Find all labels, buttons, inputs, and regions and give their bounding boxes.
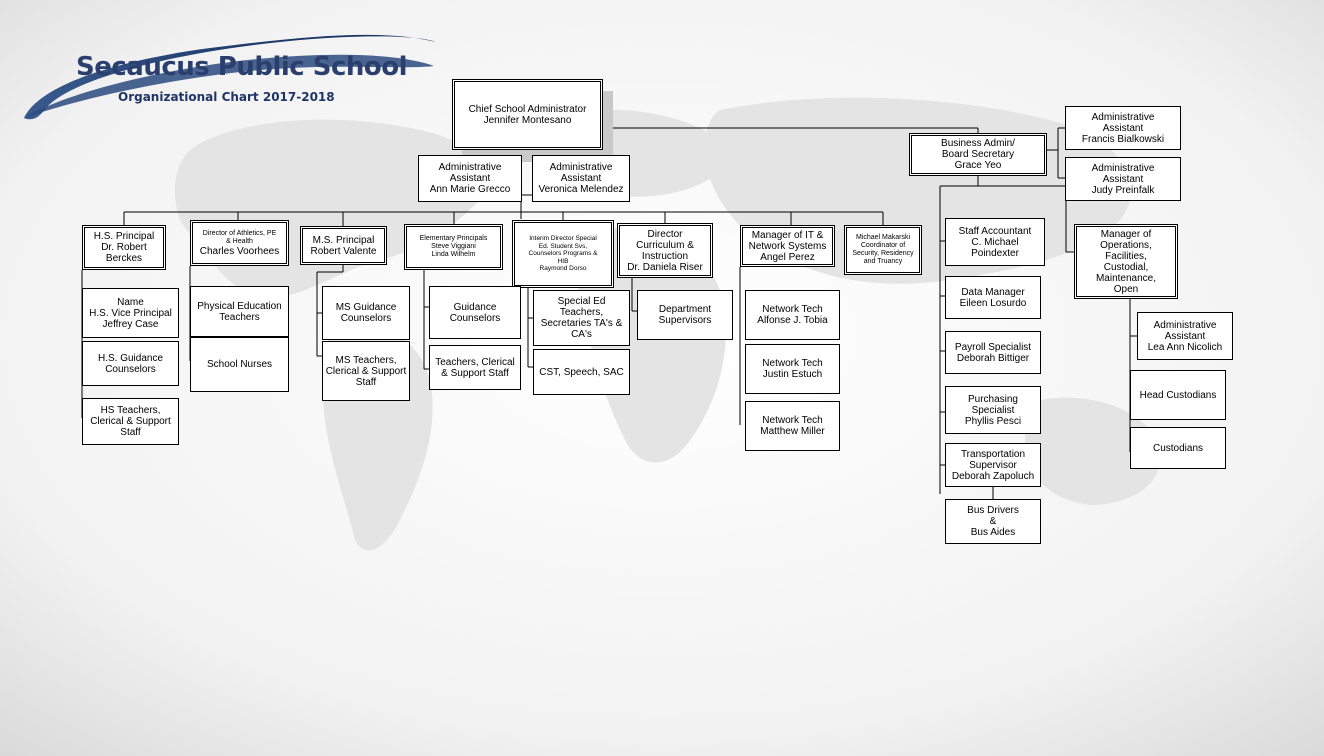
assistant-preinfalk-box: Administrative Assistant Judy Preinfalk [1065, 157, 1181, 201]
assistant-grecco-box: Administrative Assistant Ann Marie Grecc… [418, 155, 522, 202]
ms-guidance-box: MS Guidance Counselors [322, 286, 410, 340]
network-tech-estuch-box: Network Tech Justin Estuch [745, 344, 840, 394]
curriculum-director-box: Director Curriculum & Instruction Dr. Da… [617, 223, 713, 278]
transportation-supervisor-box: Transportation Supervisor Deborah Zapolu… [945, 443, 1041, 487]
operations-manager-box: Manager of Operations, Facilities, Custo… [1074, 224, 1178, 299]
hs-vice-principal-box: Name H.S. Vice Principal Jeffrey Case [82, 288, 179, 338]
special-ed-director-box: Interim Director Special Ed. Student Svs… [512, 220, 614, 288]
hs-guidance-box: H.S. Guidance Counselors [82, 341, 179, 386]
elementary-guidance-box: Guidance Counselors [429, 286, 521, 339]
bus-drivers-box: Bus Drivers & Bus Aides [945, 499, 1041, 544]
staff-accountant-box: Staff Accountant C. Michael Poindexter [945, 218, 1045, 266]
hs-teachers-box: HS Teachers, Clerical & Support Staff [82, 398, 179, 445]
payroll-specialist-box: Payroll Specialist Deborah Bittiger [945, 331, 1041, 374]
hs-principal-box: H.S. Principal Dr. Robert Berckes [82, 225, 166, 270]
athletics-director-title: Director of Athletics, PE & Health [202, 229, 277, 245]
brand-swoosh [24, 34, 436, 120]
cst-speech-sac-box: CST, Speech, SAC [533, 349, 630, 395]
head-custodians-box: Head Custodians [1130, 370, 1226, 420]
elementary-teachers-box: Teachers, Clerical & Support Staff [429, 345, 521, 390]
ms-principal-box: M.S. Principal Robert Valente [300, 226, 387, 265]
elementary-principals-box: Elementary Principals Steve Viggiani Lin… [404, 224, 503, 270]
special-ed-teachers-box: Special Ed Teachers, Secretaries TA's & … [533, 290, 630, 346]
assistant-bialkowski-box: Administrative Assistant Francis Bialkow… [1065, 106, 1181, 150]
network-tech-tobia-box: Network Tech Alfonse J. Tobia [745, 290, 840, 340]
data-manager-box: Data Manager Eileen Losurdo [945, 276, 1041, 319]
security-coordinator-box: Michael Makarski Coordinator of Security… [844, 225, 922, 275]
chief-administrator-box: Chief School Administrator Jennifer Mont… [452, 79, 603, 150]
custodians-box: Custodians [1130, 427, 1226, 469]
network-tech-miller-box: Network Tech Matthew Miller [745, 401, 840, 451]
school-nurses-box: School Nurses [190, 337, 289, 392]
athletics-director-box: Director of Athletics, PE & Health Charl… [190, 220, 289, 266]
purchasing-specialist-box: Purchasing Specialist Phyllis Pesci [945, 386, 1041, 434]
it-manager-box: Manager of IT & Network Systems Angel Pe… [740, 225, 835, 267]
business-admin-box: Business Admin/ Board Secretary Grace Ye… [909, 133, 1047, 176]
page-subtitle: Organizational Chart 2017-2018 [118, 90, 335, 104]
athletics-director-name: Charles Voorhees [199, 245, 280, 257]
pe-teachers-box: Physical Education Teachers [190, 286, 289, 337]
ms-teachers-box: MS Teachers, Clerical & Support Staff [322, 341, 410, 401]
department-supervisors-box: Department Supervisors [637, 290, 733, 340]
assistant-nicolich-box: Administrative Assistant Lea Ann Nicolic… [1137, 312, 1233, 360]
assistant-melendez-box: Administrative Assistant Veronica Melend… [532, 155, 630, 202]
page-title: Secaucus Public School [76, 52, 408, 82]
